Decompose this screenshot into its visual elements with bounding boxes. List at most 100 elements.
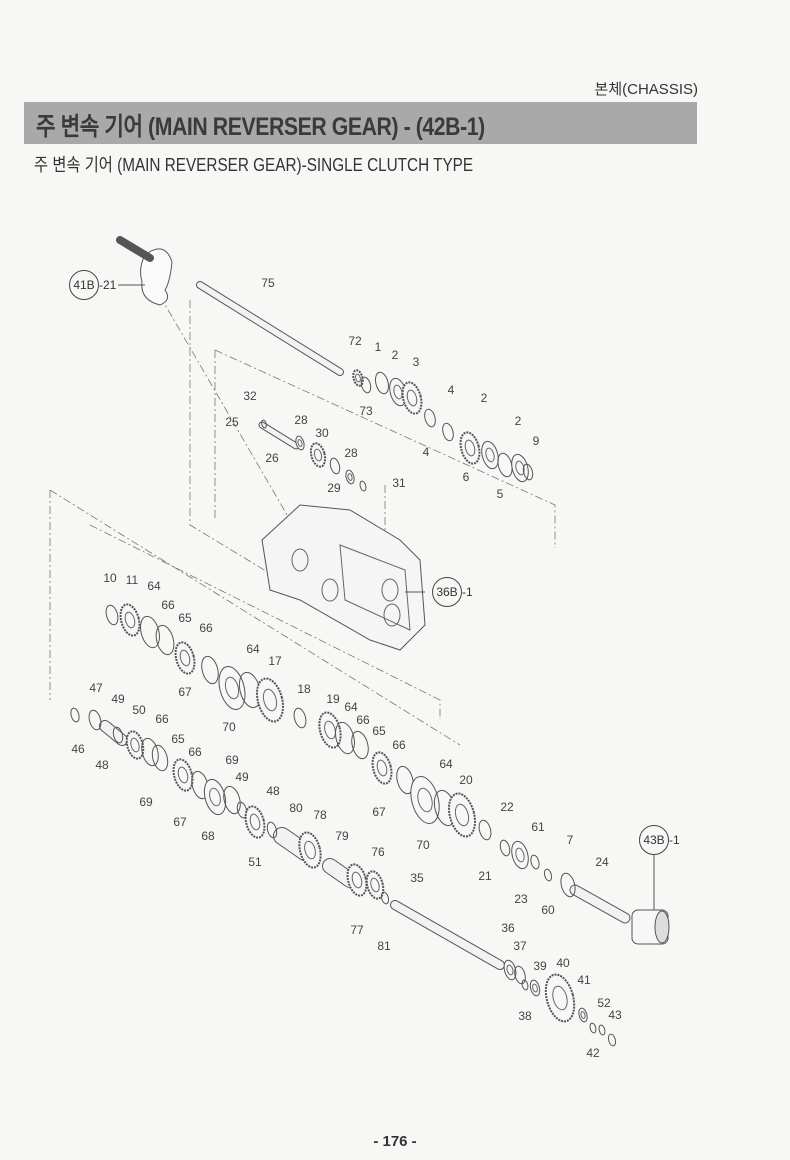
ring — [201, 655, 219, 685]
part-callout: 70 — [416, 838, 430, 852]
gear — [352, 369, 364, 387]
part-callout: 40 — [556, 956, 570, 970]
bearing — [578, 1007, 588, 1023]
part-callout: 2 — [391, 348, 399, 362]
part-callout: 25 — [225, 415, 239, 429]
gear-bore — [464, 439, 476, 457]
part-callout: 65 — [171, 732, 185, 746]
guide-line — [49, 489, 461, 746]
part-callout: 21 — [478, 869, 492, 883]
gear — [172, 758, 194, 792]
gear — [318, 711, 342, 749]
ring — [598, 1024, 606, 1036]
bearing-bore — [347, 473, 353, 481]
part-callout: 39 — [533, 959, 547, 973]
part-callout: 69 — [139, 795, 153, 809]
bearing — [529, 979, 541, 997]
page-number: - 176 - — [373, 1133, 417, 1150]
part-callout: 17 — [268, 654, 282, 668]
reference-circle: 36B — [432, 577, 462, 607]
part-callout: 10 — [103, 571, 117, 585]
part-callout: 30 — [315, 426, 329, 440]
part-callout: 37 — [513, 939, 527, 953]
part-callout: 52 — [597, 996, 611, 1010]
needle-bearing-face — [654, 910, 670, 944]
part-callout: 1 — [374, 340, 382, 354]
ring — [335, 721, 355, 755]
part-callout: 26 — [265, 451, 279, 465]
spline-shaft-body — [570, 885, 630, 923]
part-callout: 67 — [372, 805, 386, 819]
bearing — [203, 778, 227, 816]
gear — [255, 677, 285, 723]
ring — [359, 480, 367, 492]
part-callout: 2 — [480, 391, 488, 405]
ring — [380, 891, 390, 905]
part-callout: 11 — [125, 573, 139, 587]
part-callout: 65 — [372, 724, 386, 738]
part-callout: 5 — [496, 487, 504, 501]
ring — [70, 707, 80, 723]
part-callout: 76 — [371, 845, 385, 859]
gear — [298, 831, 322, 869]
part-callout: 73 — [359, 404, 373, 418]
ring — [329, 457, 341, 475]
part-callout: 4 — [447, 383, 455, 397]
output-shaft-body — [391, 901, 504, 969]
ring — [442, 422, 454, 442]
gear — [459, 431, 481, 465]
part-callout: 9 — [532, 434, 540, 448]
ring — [522, 463, 534, 481]
bearing-bore — [417, 787, 433, 813]
part-callout: 35 — [410, 871, 424, 885]
housing-bore — [321, 578, 339, 602]
gear-bore — [249, 813, 261, 831]
transmission-housing — [261, 504, 426, 651]
housing-face — [339, 544, 411, 631]
part-callout: 48 — [266, 784, 280, 798]
part-callout: 32 — [243, 389, 257, 403]
part-callout: 2 — [514, 414, 522, 428]
part-callout: 18 — [297, 682, 311, 696]
ring — [261, 419, 267, 429]
part-callout: 69 — [225, 753, 239, 767]
section-label: 본체(CHASSIS) — [594, 81, 698, 98]
part-callout: 3 — [412, 355, 420, 369]
part-callout: 78 — [313, 808, 327, 822]
gear-bore — [370, 877, 380, 893]
gear — [544, 973, 576, 1023]
part-callout: 67 — [178, 685, 192, 699]
idler-shaft-body — [259, 422, 299, 449]
ring — [223, 785, 241, 815]
ring — [543, 868, 553, 882]
ring — [374, 371, 390, 395]
ring — [236, 801, 248, 819]
bearing — [410, 776, 440, 824]
part-callout: 47 — [89, 681, 103, 695]
bearing-bore — [580, 1011, 586, 1019]
gear — [371, 751, 393, 785]
ring — [499, 839, 511, 857]
part-callout: 51 — [248, 855, 262, 869]
gear — [174, 641, 196, 675]
bearing-bore — [532, 983, 538, 993]
bearing — [511, 840, 529, 870]
part-callout: 28 — [294, 413, 308, 427]
bearing-bore — [297, 439, 303, 447]
guide-line — [214, 349, 556, 548]
gear-bore — [454, 803, 470, 827]
gear — [447, 792, 477, 838]
part-callout: 4 — [422, 445, 430, 459]
bearing — [345, 469, 355, 485]
part-callout: 49 — [111, 692, 125, 706]
part-callout: 66 — [199, 621, 213, 635]
reference-circle: 41B — [69, 270, 99, 300]
part-callout: 67 — [173, 815, 187, 829]
housing-bore — [383, 603, 401, 627]
main-shaft-body — [197, 282, 343, 375]
ring — [266, 821, 278, 839]
bearing-bore — [485, 447, 495, 463]
gear-bore — [179, 649, 191, 667]
ring — [396, 765, 414, 795]
